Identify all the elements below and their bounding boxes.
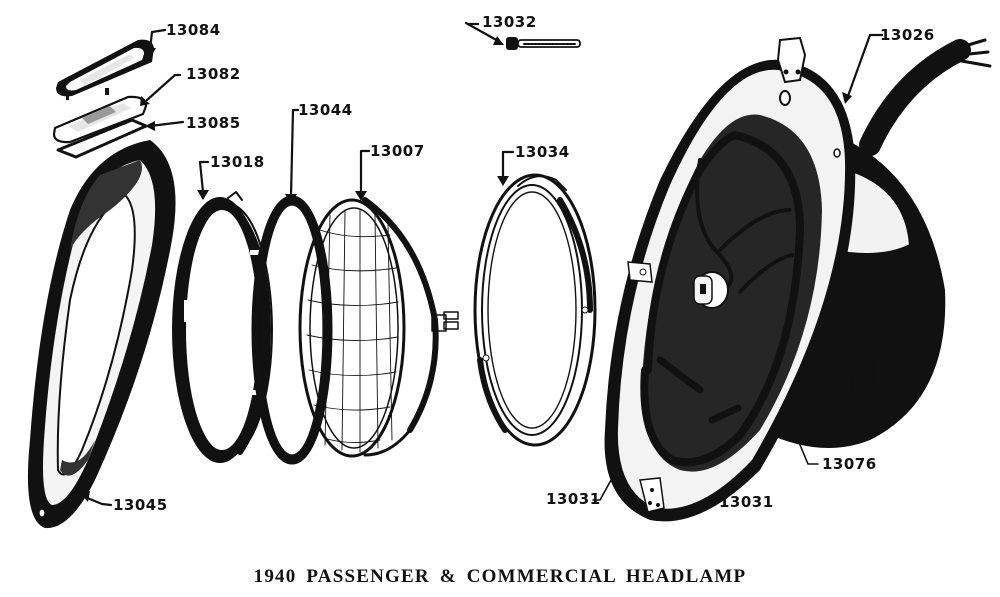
parking-lamp-rim-13084 bbox=[56, 39, 154, 100]
part-label-13044: 13044 bbox=[298, 101, 353, 119]
part-label-13082: 13082 bbox=[186, 65, 241, 83]
part-label-13032: 13032 bbox=[482, 13, 537, 31]
part-label-13031-left: 13031 bbox=[546, 490, 601, 508]
retaining-ring-13018 bbox=[172, 191, 273, 463]
diagram-title: 1940 PASSENGER & COMMERCIAL HEADLAMP bbox=[253, 566, 747, 587]
parking-lamp-gasket-13085 bbox=[56, 118, 148, 159]
part-label-13085: 13085 bbox=[186, 114, 241, 132]
sealed-beam-gasket-13044 bbox=[251, 195, 333, 465]
headlamp-body-13026 bbox=[604, 36, 992, 522]
mounting-ring-13034 bbox=[473, 173, 597, 447]
part-label-13084: 13084 bbox=[166, 21, 221, 39]
parking-lamp-lens-13082 bbox=[52, 95, 148, 144]
part-label-13076: 13076 bbox=[822, 455, 877, 473]
part-label-13031-right: 13031 bbox=[719, 493, 774, 511]
part-label-13026: 13026 bbox=[880, 26, 935, 44]
connector-socket-13076 bbox=[693, 271, 729, 309]
part-label-13034: 13034 bbox=[515, 143, 570, 161]
adjusting-screw-13032 bbox=[506, 37, 581, 50]
headlamp-housing-13045 bbox=[27, 140, 176, 529]
sealed-beam-unit-13007 bbox=[298, 197, 459, 458]
part-label-13045: 13045 bbox=[113, 496, 168, 514]
part-label-13018: 13018 bbox=[210, 153, 265, 171]
part-label-13007: 13007 bbox=[370, 142, 425, 160]
